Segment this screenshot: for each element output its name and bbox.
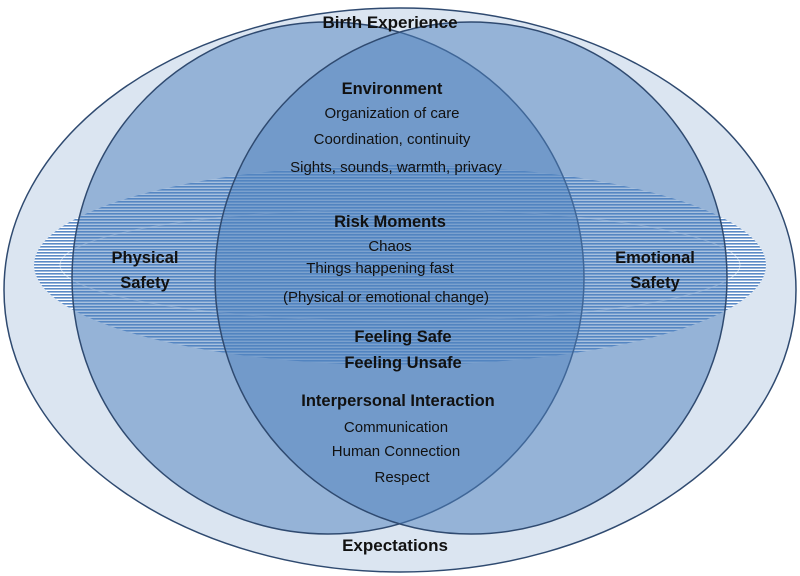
interpersonal-item: Human Connection xyxy=(332,443,460,460)
environment-item: Organization of care xyxy=(324,105,459,122)
environment-item: Sights, sounds, warmth, privacy xyxy=(290,159,502,176)
risk-moments-heading: Risk Moments xyxy=(334,213,446,231)
expectations-label: Expectations xyxy=(342,536,448,555)
physical-safety-line1: Physical xyxy=(112,249,179,267)
physical-safety-line2: Safety xyxy=(120,274,170,292)
emotional-safety-line1: Emotional xyxy=(615,249,695,267)
birth-experience-label: Birth Experience xyxy=(322,13,457,32)
environment-item: Coordination, continuity xyxy=(314,131,471,148)
interpersonal-item: Communication xyxy=(344,419,448,436)
risk-item: (Physical or emotional change) xyxy=(283,289,489,306)
right-circle xyxy=(214,21,728,535)
risk-item: Things happening fast xyxy=(306,260,454,277)
environment-heading: Environment xyxy=(342,80,443,98)
feeling-unsafe-label: Feeling Unsafe xyxy=(344,354,461,372)
emotional-safety-line2: Safety xyxy=(630,274,680,292)
interpersonal-heading: Interpersonal Interaction xyxy=(301,392,494,410)
risk-item: Chaos xyxy=(368,238,411,255)
feeling-safe-label: Feeling Safe xyxy=(354,328,451,346)
interpersonal-item: Respect xyxy=(374,469,430,486)
